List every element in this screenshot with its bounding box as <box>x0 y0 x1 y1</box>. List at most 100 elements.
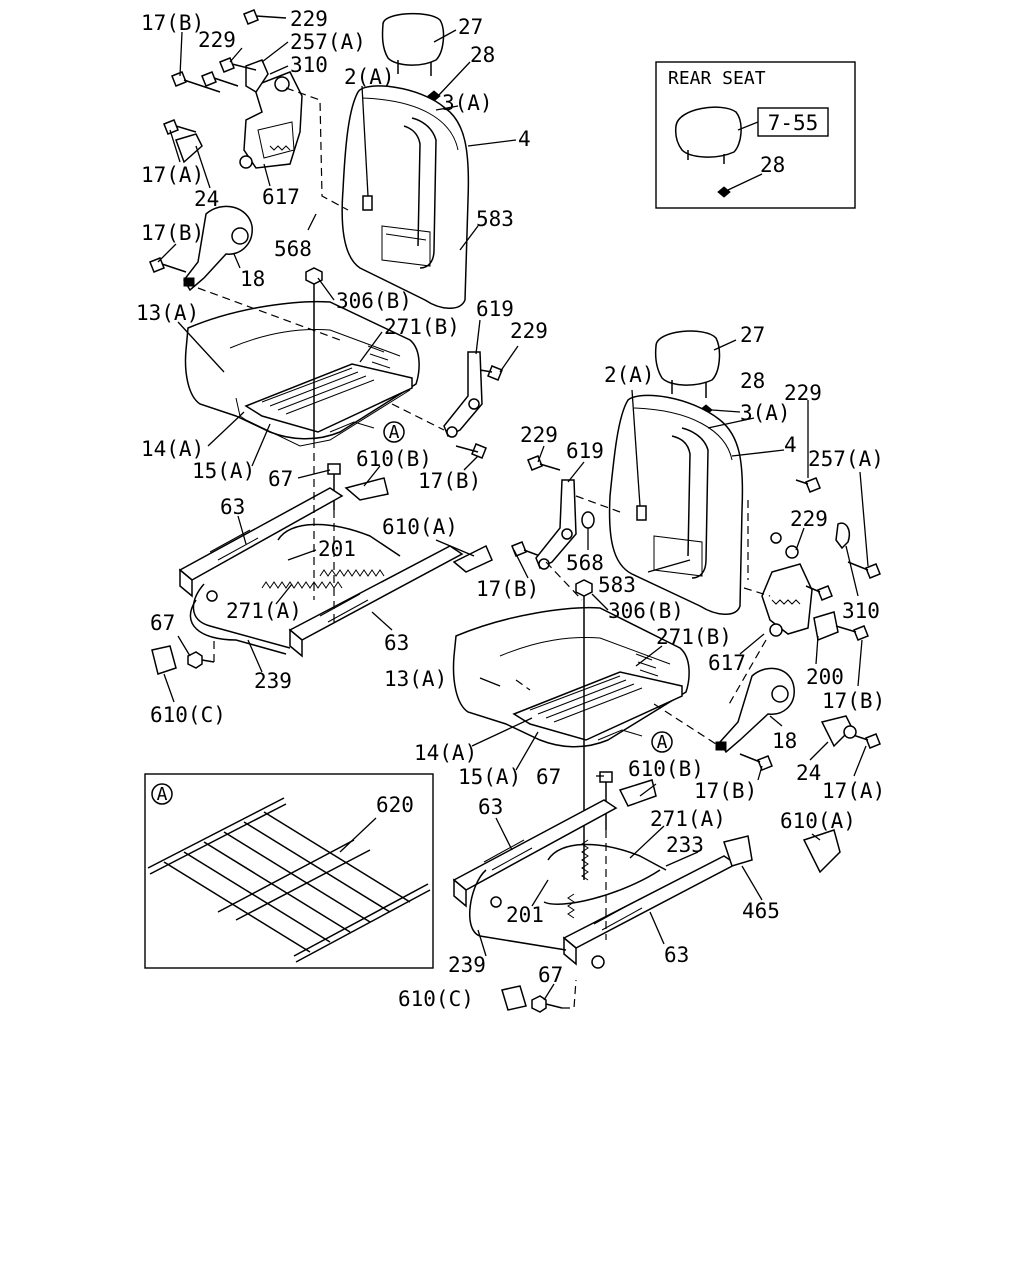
callout-617-2: 617 <box>708 651 746 675</box>
cushion-right <box>452 606 690 748</box>
callout-27-2: 27 <box>740 323 765 347</box>
callout-67-1: 67 <box>268 467 293 491</box>
rear-seat-title: REAR SEAT <box>668 68 766 89</box>
callout-619-1: 619 <box>476 297 514 321</box>
callout-67-4: 67 <box>538 963 563 987</box>
rear-clip-shape <box>717 186 731 198</box>
leader-lines <box>157 29 869 1001</box>
callout-3a-1: 3(A) <box>442 91 493 115</box>
rails-left <box>178 477 493 658</box>
callout-63-1: 63 <box>220 495 245 519</box>
marker-a2-text: A <box>657 732 668 753</box>
callout-4-2: 4 <box>784 433 797 457</box>
callout-18-1: 18 <box>240 267 265 291</box>
callout-229-6: 229 <box>790 507 828 531</box>
callout-63-3: 63 <box>478 795 503 819</box>
spring-mat-620 <box>147 797 431 963</box>
callout-610c-2: 610(C) <box>398 987 474 1011</box>
cap-left-610c <box>151 645 215 675</box>
callout-24-1: 24 <box>194 187 219 211</box>
callout-28-2: 28 <box>740 369 765 393</box>
detail-marker-a2: A <box>651 731 673 753</box>
rear-seat-box <box>655 61 856 209</box>
callout-17b-3: 17(B) <box>418 469 481 493</box>
callout-610b-2: 610(B) <box>628 757 704 781</box>
hinge-left-619 <box>443 351 503 459</box>
backrest-left <box>341 85 470 309</box>
hinge-right-619 <box>535 479 577 570</box>
callout-18-2: 18 <box>772 729 797 753</box>
callout-610c-1: 610(C) <box>150 703 226 727</box>
detail-a-box <box>144 773 434 969</box>
bolts-right <box>511 455 881 771</box>
seat-left-assembly <box>149 9 503 675</box>
callout-239-2: 239 <box>448 953 486 977</box>
callout-271b-2: 271(B) <box>656 625 732 649</box>
callout-229-5: 229 <box>520 423 558 447</box>
callout-17b-6: 17(B) <box>694 779 757 803</box>
callout-229-2: 229 <box>198 28 236 52</box>
callout-15a-1: 15(A) <box>192 459 255 483</box>
detail-marker-a1: A <box>383 421 405 443</box>
recliner-right <box>761 522 850 642</box>
callout-17b-5: 17(B) <box>822 689 885 713</box>
callout-568-1: 568 <box>274 237 312 261</box>
rear-seat-inset: REAR SEAT 7-55 28 <box>655 61 856 209</box>
callout-200-1: 200 <box>806 665 844 689</box>
callout-306b-2: 306(B) <box>608 599 684 623</box>
headrest-left <box>381 12 445 76</box>
callout-2a-2: 2(A) <box>604 363 655 387</box>
callout-63-2: 63 <box>384 631 409 655</box>
rear-headrest-shape <box>674 106 742 158</box>
callout-17b-4: 17(B) <box>476 577 539 601</box>
lever-right-18 <box>715 667 857 754</box>
callout-583-2: 583 <box>598 573 636 597</box>
callout-568-2: 568 <box>566 551 604 575</box>
rear-seat-ref: 7-55 <box>768 111 819 135</box>
callout-14a-1: 14(A) <box>141 437 204 461</box>
recliner-left <box>239 59 303 169</box>
callout-67-3: 67 <box>536 765 561 789</box>
alignment-lines <box>197 87 771 1009</box>
callout-229-4: 229 <box>784 381 822 405</box>
callout-13a-1: 13(A) <box>136 301 199 325</box>
callout-310-1: 310 <box>290 53 328 77</box>
callout-4-1: 4 <box>518 127 531 151</box>
callout-3a-2: 3(A) <box>740 401 791 425</box>
detail-a-inset: A 620 <box>144 773 434 969</box>
callout-17a-2: 17(A) <box>822 779 885 803</box>
callout-619-2: 619 <box>566 439 604 463</box>
callout-17a-1: 17(A) <box>141 163 204 187</box>
cushion-left <box>184 300 420 447</box>
callout-610a-2: 610(A) <box>780 809 856 833</box>
callout-28-1: 28 <box>470 43 495 67</box>
callout-271b-1: 271(B) <box>384 315 460 339</box>
detail-a-marker: A <box>157 784 168 805</box>
lever-left-18 <box>183 205 253 292</box>
callout-271a-2: 271(A) <box>650 807 726 831</box>
callout-201-2: 201 <box>506 903 544 927</box>
callout-15a-2: 15(A) <box>458 765 521 789</box>
backrest-right <box>581 394 744 615</box>
callout-610a-1: 610(A) <box>382 515 458 539</box>
callout-14a-2: 14(A) <box>414 741 477 765</box>
callout-229-3: 229 <box>510 319 548 343</box>
callout-610b-1: 610(B) <box>356 447 432 471</box>
callout-17b-1: 17(B) <box>141 11 204 35</box>
cap-right-610c <box>501 985 563 1013</box>
callout-13a-2: 13(A) <box>384 667 447 691</box>
callout-583-1: 583 <box>476 207 514 231</box>
callout-617-1: 617 <box>262 185 300 209</box>
rails-right <box>452 779 841 969</box>
marker-a1-text: A <box>389 422 400 443</box>
callout-257a-2: 257(A) <box>808 447 884 471</box>
callout-201-1: 201 <box>318 537 356 561</box>
callout-271a-1: 271(A) <box>226 599 302 623</box>
callout-63-4: 63 <box>664 943 689 967</box>
callout-239-1: 239 <box>254 669 292 693</box>
callout-306b-1: 306(B) <box>336 289 412 313</box>
callout-2a-1: 2(A) <box>344 65 395 89</box>
